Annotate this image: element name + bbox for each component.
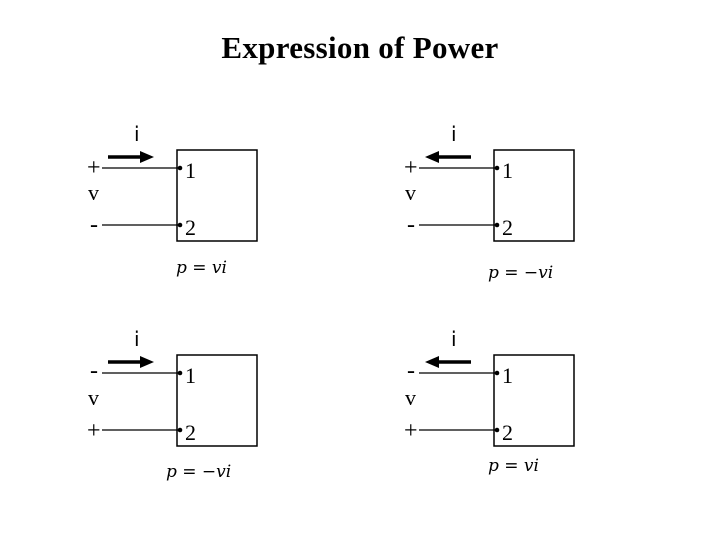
voltage-label: v bbox=[405, 180, 416, 205]
bottom-polarity-sign: - bbox=[407, 212, 415, 238]
current-arrow-right bbox=[108, 356, 154, 368]
terminal-1-label: 1 bbox=[502, 158, 513, 183]
element-box bbox=[493, 354, 575, 447]
terminal-2-label: 2 bbox=[502, 215, 513, 240]
terminal-1-label: 1 bbox=[185, 363, 196, 388]
current-label: i bbox=[451, 327, 457, 351]
element-box bbox=[176, 149, 258, 242]
terminal-1-dot bbox=[177, 370, 183, 376]
terminal-1-dot bbox=[494, 165, 500, 171]
power-formula-2: p = −vi bbox=[488, 263, 554, 283]
power-formula-4: p = vi bbox=[488, 456, 539, 476]
terminal-2-dot bbox=[177, 427, 183, 433]
terminal-2-dot bbox=[494, 222, 500, 228]
voltage-label: v bbox=[88, 385, 99, 410]
terminal-2-label: 2 bbox=[185, 420, 196, 445]
terminal-1-dot bbox=[177, 165, 183, 171]
voltage-label: v bbox=[405, 385, 416, 410]
terminal-2-label: 2 bbox=[502, 420, 513, 445]
circuit-panel-2: i + v - 1 2 bbox=[404, 122, 575, 242]
terminal-1-label: 1 bbox=[185, 158, 196, 183]
current-arrow-left bbox=[425, 151, 471, 163]
current-arrow-left bbox=[425, 356, 471, 368]
circuit-panel-4: i - v + 1 2 bbox=[404, 327, 575, 447]
top-polarity-sign: - bbox=[407, 358, 415, 384]
terminal-1-dot bbox=[494, 370, 500, 376]
voltage-label: v bbox=[88, 180, 99, 205]
slide-title: Expression of Power bbox=[221, 30, 499, 65]
bottom-polarity-sign: + bbox=[87, 418, 101, 444]
top-polarity-sign: - bbox=[90, 358, 98, 384]
current-label: i bbox=[134, 122, 140, 146]
bottom-polarity-sign: - bbox=[90, 212, 98, 238]
current-label: i bbox=[134, 327, 140, 351]
terminal-1-label: 1 bbox=[502, 363, 513, 388]
terminal-2-dot bbox=[177, 222, 183, 228]
element-box bbox=[493, 149, 575, 242]
circuit-panel-3: i - v + 1 2 bbox=[87, 327, 258, 447]
current-label: i bbox=[451, 122, 457, 146]
bottom-polarity-sign: + bbox=[404, 418, 418, 444]
circuit-panel-1: i + v - 1 2 bbox=[87, 122, 258, 242]
element-box bbox=[176, 354, 258, 447]
power-formula-1: p = vi bbox=[176, 258, 227, 278]
power-formula-3: p = −vi bbox=[166, 462, 232, 482]
top-polarity-sign: + bbox=[87, 155, 101, 181]
terminal-2-dot bbox=[494, 427, 500, 433]
terminal-2-label: 2 bbox=[185, 215, 196, 240]
current-arrow-right bbox=[108, 151, 154, 163]
top-polarity-sign: + bbox=[404, 155, 418, 181]
